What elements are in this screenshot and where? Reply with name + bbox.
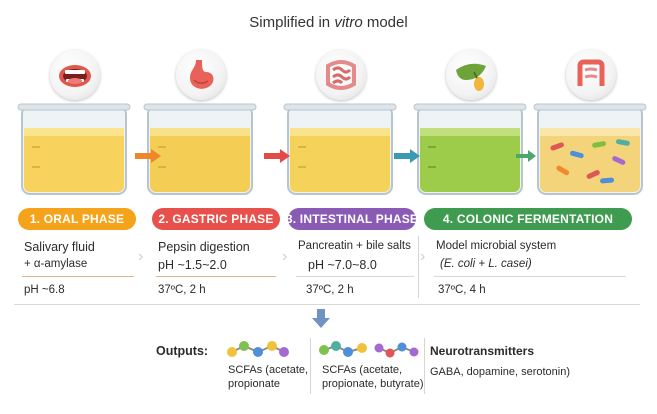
separator — [424, 338, 425, 394]
chevron-right-icon: › — [282, 248, 288, 265]
diagram-title: Simplified in vitro model — [249, 14, 408, 31]
beaker-gastric — [140, 50, 260, 200]
beaker-oral — [14, 50, 134, 200]
separator — [310, 338, 311, 394]
divider — [156, 276, 276, 277]
gastric-condition: 37ºC, 2 h — [158, 284, 206, 296]
arrow-gastric-to-intestinal — [264, 149, 290, 163]
stomach-icon — [176, 50, 226, 100]
bottom-divider — [14, 304, 640, 305]
oral-line1: Salivary fluid — [24, 240, 95, 254]
output-scfa-2-line2: propionate, butyrate) — [322, 378, 424, 390]
beaker-glass — [533, 103, 647, 195]
intestinal-condition: 37ºC, 2 h — [306, 284, 354, 296]
phase-pill-oral: 1. ORAL PHASE — [18, 208, 136, 230]
output-neurotransmitters-title: Neurotransmitters — [430, 344, 535, 358]
liver-gallbladder-icon — [446, 50, 496, 100]
arrow-down-icon — [312, 309, 330, 328]
chevron-right-icon: › — [420, 248, 426, 265]
beaker-glass — [283, 103, 397, 195]
beaker-intestinal — [280, 50, 400, 200]
gastric-line2: pH ~1.5~2.0 — [158, 258, 227, 272]
colonic-line2: (E. coli + L. casei) — [440, 258, 532, 270]
divider — [434, 276, 626, 277]
beaker-glass — [413, 103, 527, 195]
intestine-icon — [316, 50, 366, 100]
output-scfa-2-line1: SCFAs (acetate, — [322, 364, 403, 376]
colon-icon — [566, 50, 616, 100]
arrow-oral-to-gastric — [135, 149, 161, 163]
output-scfa-1-line2: propionate — [228, 378, 280, 390]
separator — [418, 236, 419, 298]
phase-pill-colonic: 4. COLONIC FERMENTATION — [424, 208, 632, 230]
phase-pill-intestinal: 3. INTESTINAL PHASE — [286, 208, 418, 230]
colonic-condition: 37ºC, 4 h — [438, 284, 486, 296]
beaker-microbial — [530, 50, 650, 200]
intestinal-line1: Pancreatin + bile salts — [298, 240, 411, 252]
molecule-icon — [319, 341, 367, 357]
output-neurotransmitters-list: GABA, dopamine, serotonin) — [430, 366, 571, 378]
beaker-glass — [17, 103, 131, 195]
gastric-line1: Pepsin digestion — [158, 240, 250, 254]
mouth-icon — [50, 50, 100, 100]
outputs-label: Outputs: — [156, 344, 209, 358]
phase-pill-gastric: 2. GASTRIC PHASE — [152, 208, 280, 230]
intestinal-line2: pH ~7.0~8.0 — [308, 258, 377, 272]
arrow-intestinal-to-colonic — [394, 149, 420, 163]
molecule-icon — [374, 342, 419, 358]
arrow-colonic-to-microbial — [516, 150, 536, 162]
colonic-line1: Model microbial system — [436, 240, 557, 252]
oral-condition: pH ~6.8 — [24, 284, 65, 296]
chevron-right-icon: › — [138, 248, 144, 265]
beaker-glass — [143, 103, 257, 195]
output-scfa-1-line1: SCFAs (acetate, — [228, 364, 309, 376]
beaker-colonic — [410, 50, 530, 200]
divider — [22, 276, 134, 277]
divider — [296, 276, 414, 277]
molecule-icon — [227, 341, 289, 357]
oral-line2: + α-amylase — [24, 258, 88, 270]
